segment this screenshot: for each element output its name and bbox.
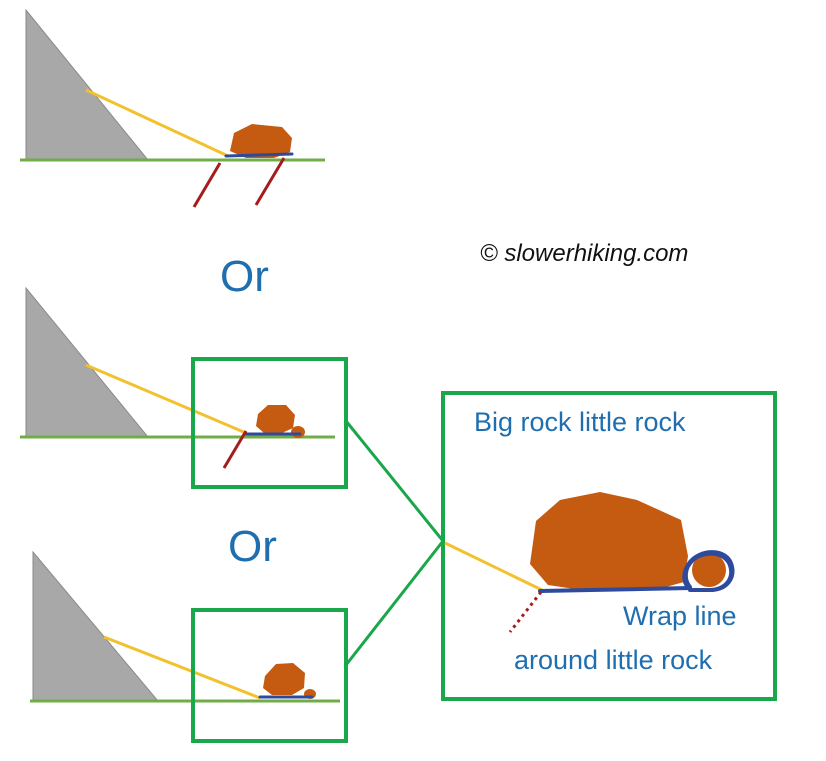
zoom-frame-small-2 [191, 608, 348, 743]
tent-triangle-3 [32, 550, 160, 702]
tent-triangle-2 [25, 286, 150, 438]
zoom-note-line-2: around little rock [514, 645, 713, 675]
panel-rocks-only [30, 550, 348, 743]
rock-2-little [291, 426, 305, 438]
zoom-note-line-1: Wrap line [623, 601, 737, 631]
stake-zoom-dotted [508, 591, 543, 633]
zoom-detail-panel [441, 391, 777, 701]
guyline-zoom [444, 541, 543, 592]
rock-2-big [256, 405, 295, 433]
guyline-3 [103, 635, 261, 700]
copyright-text: © slowerhiking.com [480, 240, 689, 267]
rock-3-big [263, 663, 305, 695]
wrap-line-1 [224, 152, 294, 158]
zoom-frame-large [441, 391, 777, 701]
panel-one-stake [20, 286, 348, 489]
zoom-connector-bottom [344, 540, 445, 666]
tent-triangle-1 [25, 8, 150, 161]
or-label-second: Or [228, 522, 277, 571]
guyline-1 [85, 88, 229, 158]
guyline-2 [85, 363, 247, 435]
zoom-panel-title: Big rock little rock [474, 407, 686, 437]
stake-1b [254, 157, 286, 206]
wrap-line-zoom-top [683, 551, 734, 592]
rock-1 [230, 124, 292, 158]
stake-2 [222, 430, 248, 469]
zoom-connector-top [344, 420, 445, 542]
stake-1a [192, 162, 222, 208]
rock-zoom-big [530, 492, 688, 591]
or-label-first: Or [220, 252, 269, 301]
panel-two-stakes [20, 8, 325, 208]
rock-zoom-little [692, 553, 726, 587]
